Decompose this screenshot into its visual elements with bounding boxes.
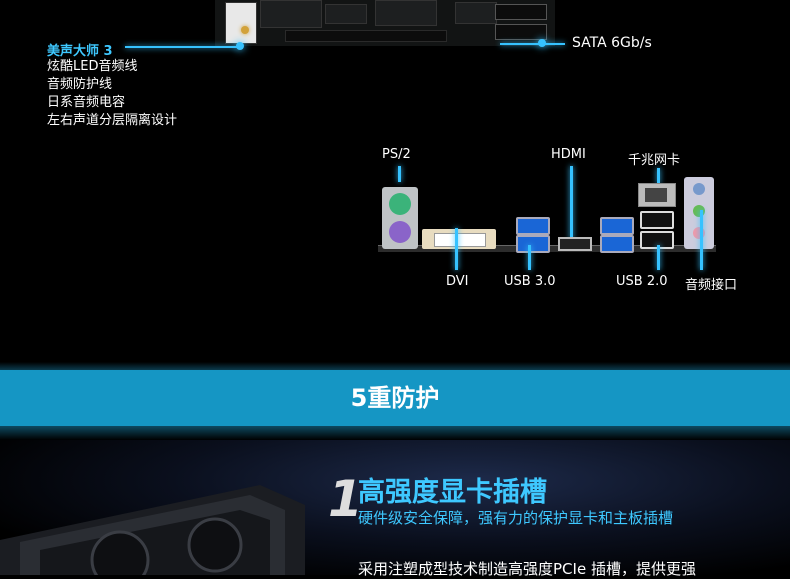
dvi-port xyxy=(422,229,496,249)
usb2-port xyxy=(640,211,674,229)
audio-feature: 日系音频电容 xyxy=(47,95,126,110)
feature-number: 1 xyxy=(328,470,363,528)
audio-jack-pointer xyxy=(700,210,703,270)
usb2-pointer xyxy=(657,245,660,270)
band-bottom-shade xyxy=(0,426,790,440)
lan-label: 千兆网卡 xyxy=(628,153,681,168)
audio-feature: 左右声道分层隔离设计 xyxy=(47,113,178,128)
feature-body: 采用注塑成型技术制造高强度PCIe 插槽，提供更强 xyxy=(358,560,696,578)
audio-title: 美声大师 3 xyxy=(47,44,113,59)
dvi-pointer xyxy=(455,228,458,270)
sata-callout-dot xyxy=(538,39,546,47)
graphics-card-image xyxy=(0,480,310,579)
hdmi-pointer xyxy=(570,166,573,240)
usb3-port xyxy=(600,235,634,253)
audio-feature: 炫酷LED音频线 xyxy=(47,59,138,74)
section-band: 5重防护 xyxy=(0,370,790,426)
ps2-pointer xyxy=(398,166,401,182)
audio-feature: 音频防护线 xyxy=(47,77,113,92)
usb3-label: USB 3.0 xyxy=(504,274,556,289)
lan-pointer xyxy=(657,168,660,184)
lan-port xyxy=(638,183,676,207)
feature-title: 高强度显卡插槽 xyxy=(358,477,547,508)
ps2-label: PS/2 xyxy=(382,147,411,162)
audio-port-label: 音频接口 xyxy=(685,278,738,293)
usb3-pointer xyxy=(528,245,531,270)
hdmi-port xyxy=(558,237,592,251)
band-top-shade xyxy=(0,362,790,372)
usb3-port xyxy=(600,217,634,235)
sata-label: SATA 6Gb/s xyxy=(572,35,652,51)
motherboard-image xyxy=(215,0,555,46)
audio-callout-line xyxy=(125,46,240,48)
ps2-port xyxy=(382,187,418,249)
feature-subtitle: 硬件级安全保障，强有力的保护显卡和主板插槽 xyxy=(358,509,674,527)
sata-callout-line xyxy=(500,43,565,45)
audio-feature-list: 炫酷LED音频线 音频防护线 日系音频电容 左右声道分层隔离设计 xyxy=(47,58,177,130)
usb2-label: USB 2.0 xyxy=(616,274,668,289)
audio-jack-block xyxy=(684,177,714,249)
io-panel xyxy=(378,173,716,253)
usb3-port xyxy=(516,217,550,235)
dvi-label: DVI xyxy=(446,274,469,289)
section-title: 5重防护 xyxy=(350,384,440,412)
audio-callout-dot xyxy=(236,42,244,50)
usb3-port xyxy=(516,235,550,253)
hdmi-label: HDMI xyxy=(551,147,586,162)
